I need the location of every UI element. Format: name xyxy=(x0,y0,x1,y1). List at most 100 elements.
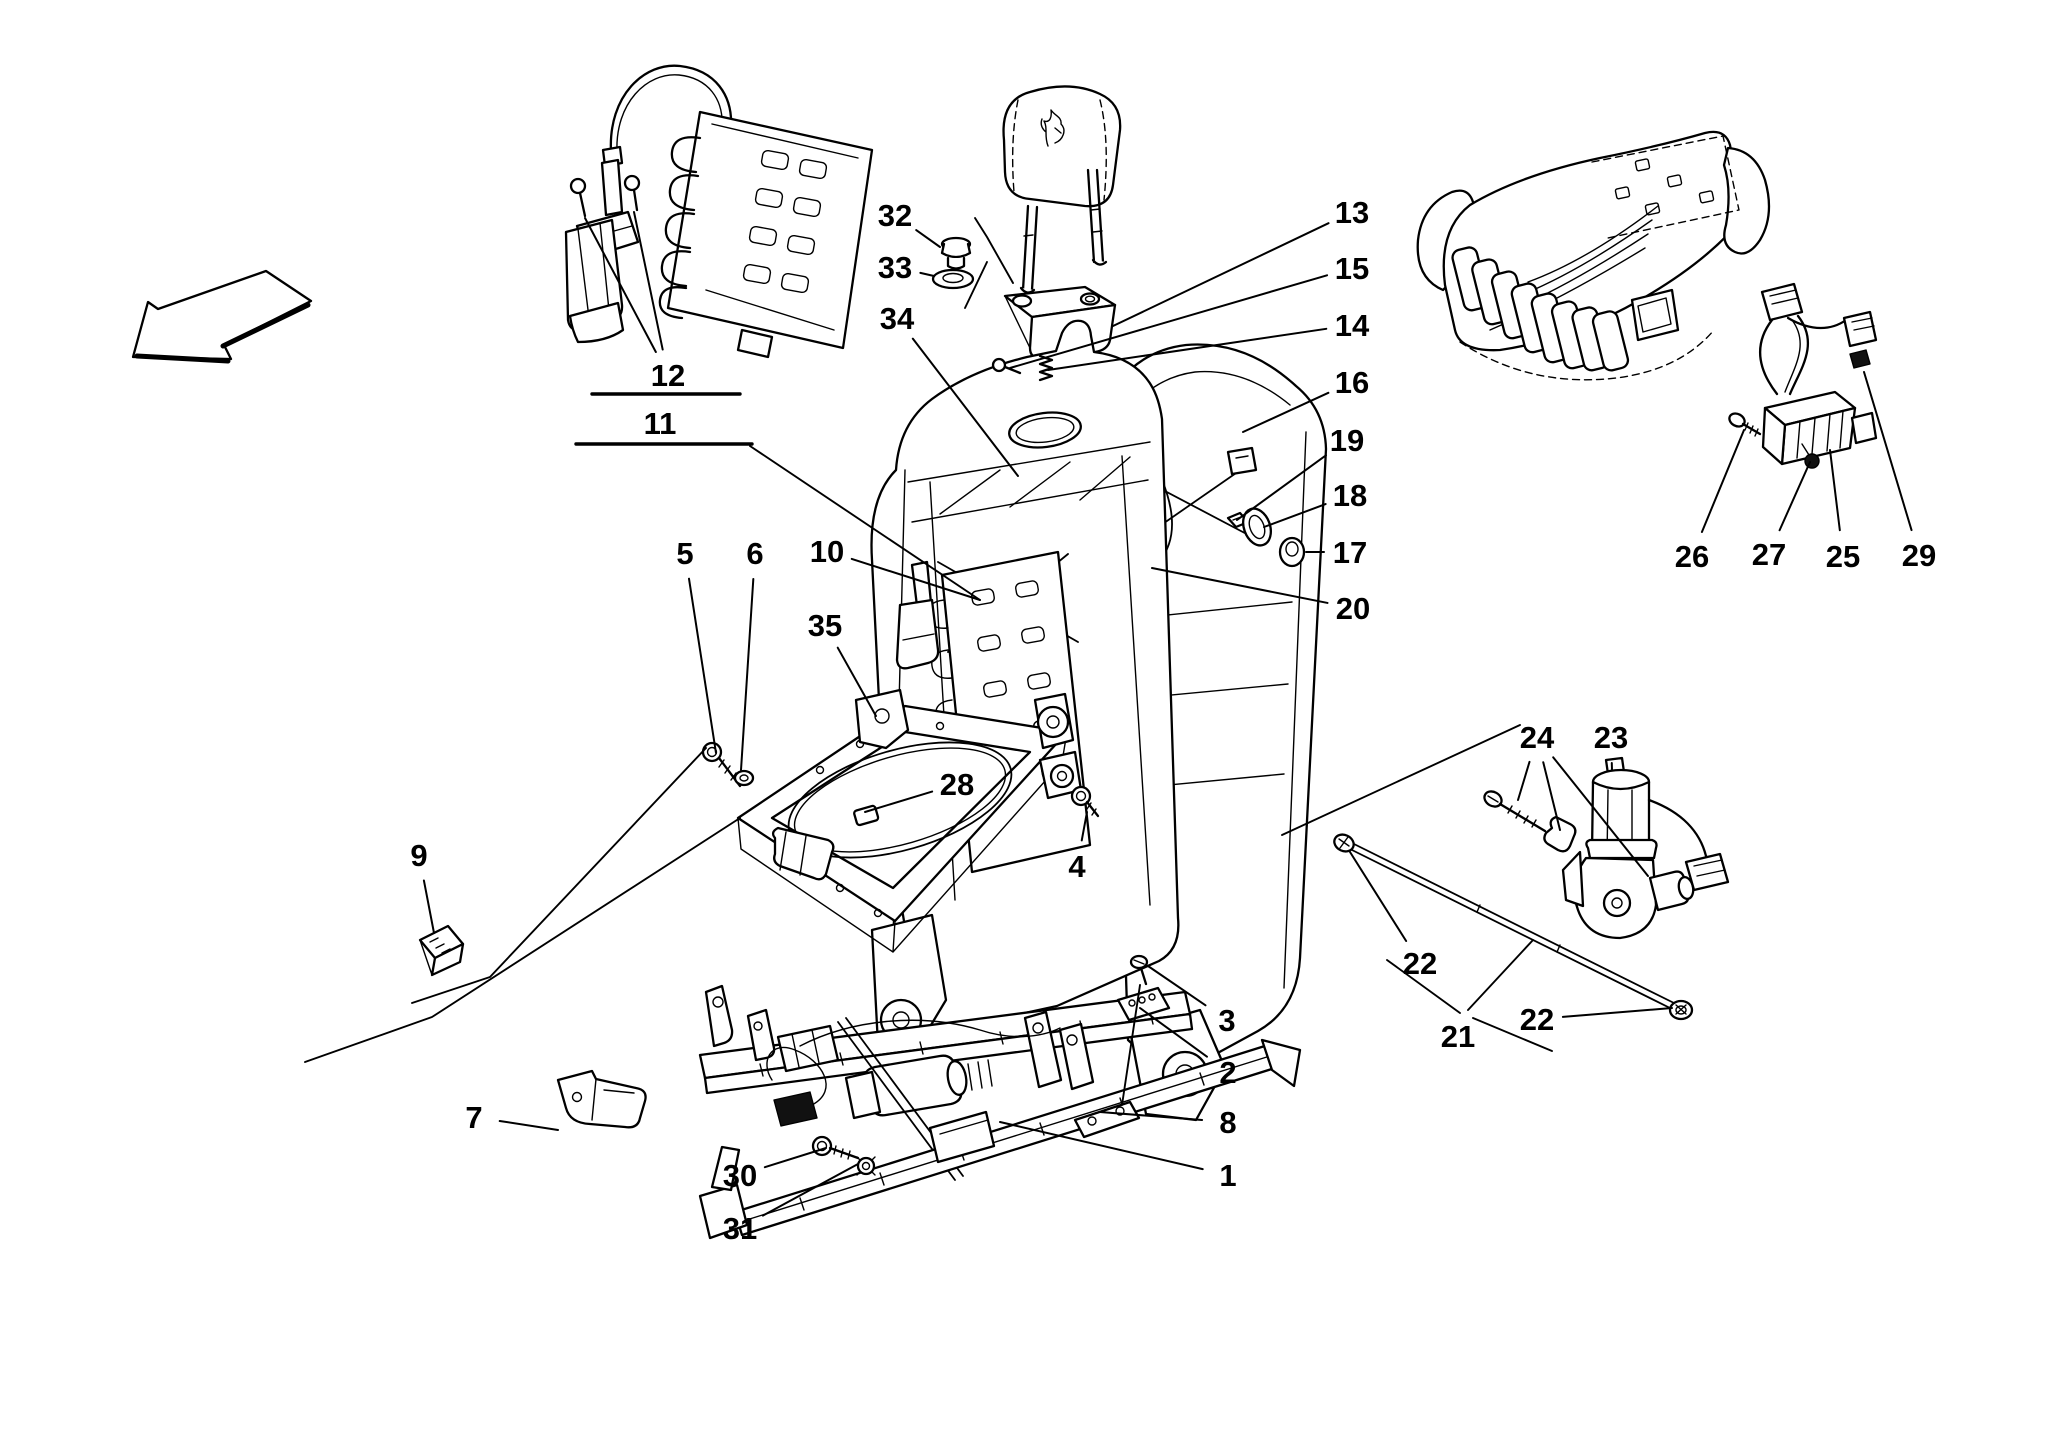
end-cap-7 xyxy=(556,1069,647,1129)
callout-leader-c24-0 xyxy=(1517,760,1531,801)
callout-leader-c14-0 xyxy=(1047,327,1328,371)
callout-label-c28: 28 xyxy=(940,767,974,802)
callout-leader-c24-1 xyxy=(1542,761,1561,831)
callout-leader-c31-0 xyxy=(761,1163,859,1217)
callout-leader-c1-0 xyxy=(999,1121,1204,1171)
callout-label-c18: 18 xyxy=(1333,478,1367,513)
reference-line-screw-axis-238 xyxy=(1121,984,1141,1106)
callout-leader-c25-0 xyxy=(1829,449,1841,532)
callout-leader-c18-0 xyxy=(1263,503,1327,528)
callout-leader-c26-0 xyxy=(1700,429,1745,533)
washer-6 xyxy=(733,769,755,787)
callout-leader-c4-0 xyxy=(1080,811,1088,842)
recline-motor-assembly xyxy=(1483,756,1730,940)
bolt-4 xyxy=(1070,785,1100,818)
seat-sensor-fins xyxy=(1451,246,1630,372)
reference-line-zig-frame-a xyxy=(304,817,741,1063)
callout-leader-c15-0 xyxy=(1009,274,1329,369)
callout-leader-c24-2 xyxy=(1552,756,1649,877)
callout-label-c29: 29 xyxy=(1902,538,1936,573)
callout-leader-c13-0 xyxy=(1112,222,1330,327)
seat-cushion xyxy=(1416,130,1771,381)
callout-label-c9: 9 xyxy=(410,838,427,873)
callout-label-c25: 25 xyxy=(1826,539,1860,574)
callout-label-c30: 30 xyxy=(723,1158,757,1193)
direction-arrow-icon xyxy=(131,269,313,364)
callout-leader-c32-0 xyxy=(915,229,941,248)
callout-leader-c27-0 xyxy=(1778,461,1811,532)
callout-label-c7: 7 xyxy=(465,1100,482,1135)
headrest-grommet xyxy=(940,236,972,270)
guide-sleeve xyxy=(1278,536,1306,568)
callout-label-c17: 17 xyxy=(1333,535,1367,570)
nut-31 xyxy=(856,1156,876,1176)
callout-label-c10: 10 xyxy=(810,534,844,569)
callout-leader-c10-0 xyxy=(850,557,981,601)
callout-label-c2: 2 xyxy=(1219,1055,1236,1090)
callout-leader-c12-0 xyxy=(584,217,657,354)
wiring-harness xyxy=(1728,282,1878,469)
callout-label-c22b: 22 xyxy=(1520,1002,1554,1037)
callout-leader-c20-0 xyxy=(1151,567,1329,604)
reference-line-bracket-32-33 xyxy=(974,217,1014,284)
callout-leader-c22a-0 xyxy=(1349,851,1408,943)
callout-label-c1: 1 xyxy=(1219,1158,1236,1193)
callout-leader-c35-0 xyxy=(836,646,877,717)
callout-leader-c6-0 xyxy=(740,577,755,771)
reference-line-brace-21-left xyxy=(1386,959,1461,1014)
callout-label-c19: 19 xyxy=(1330,423,1364,458)
callout-label-c31: 31 xyxy=(723,1211,757,1246)
callout-label-c26: 26 xyxy=(1675,539,1709,574)
callout-label-c4: 4 xyxy=(1068,849,1086,884)
rod-cap-right xyxy=(1668,999,1694,1021)
reference-line-zig-frame-b xyxy=(411,747,707,1004)
callout-leader-c12-1 xyxy=(633,211,664,351)
callout-label-c22a: 22 xyxy=(1403,946,1437,981)
reference-line-bracket-32-33-b xyxy=(964,261,988,309)
callout-label-c35: 35 xyxy=(808,608,842,643)
callout-label-c15: 15 xyxy=(1335,251,1369,286)
callout-leader-c30-0 xyxy=(763,1147,827,1169)
ecu-module xyxy=(1761,390,1878,466)
callout-leader-c19-0 xyxy=(1236,454,1327,521)
callout-label-c11: 11 xyxy=(644,406,677,441)
rod-cap-left xyxy=(1333,833,1355,853)
callout-label-c3: 3 xyxy=(1218,1003,1235,1038)
bracket-2 xyxy=(1116,986,1171,1022)
callout-label-c27: 27 xyxy=(1752,537,1786,572)
reference-line-lumbar-position xyxy=(749,445,981,601)
callout-label-c20: 20 xyxy=(1336,591,1370,626)
callout-leader-c33-0 xyxy=(919,271,935,277)
lumbar-plate xyxy=(658,110,874,359)
callout-label-c21: 21 xyxy=(1441,1019,1475,1054)
plate-8 xyxy=(1073,1100,1141,1139)
callout-label-c16: 16 xyxy=(1335,365,1369,400)
seat-rails-assembly xyxy=(698,984,1302,1240)
callout-leader-c3-0 xyxy=(1147,965,1207,1007)
callout-label-c14: 14 xyxy=(1335,308,1370,343)
lumbar-actuator-installed xyxy=(895,560,940,670)
callout-label-c23: 23 xyxy=(1594,720,1628,755)
callout-leader-c9-0 xyxy=(422,879,435,934)
torsion-rod xyxy=(1333,833,1694,1021)
callout-leader-c28-0 xyxy=(864,790,934,813)
callout-label-c34: 34 xyxy=(880,301,915,336)
callout-leader-c34-0 xyxy=(911,337,1019,477)
reference-line-brace-21-right xyxy=(1472,1017,1553,1052)
callout-leader-c22b-0 xyxy=(1561,1007,1673,1018)
lumbar-adjuster-assembly xyxy=(564,64,739,344)
callout-leader-c7-0 xyxy=(498,1119,559,1131)
callout-leader-c5-0 xyxy=(687,577,717,754)
callout-leader-c2-0 xyxy=(1139,1007,1208,1058)
frame-screw xyxy=(991,357,1022,375)
callout-label-c8: 8 xyxy=(1219,1105,1236,1140)
headrest xyxy=(1002,85,1122,294)
reference-line-rod-to-brace xyxy=(1467,939,1534,1011)
callout-label-c13: 13 xyxy=(1335,195,1369,230)
callout-label-c32: 32 xyxy=(878,198,912,233)
screw-3 xyxy=(1129,954,1149,986)
callout-leader-c16-0 xyxy=(1242,391,1330,433)
